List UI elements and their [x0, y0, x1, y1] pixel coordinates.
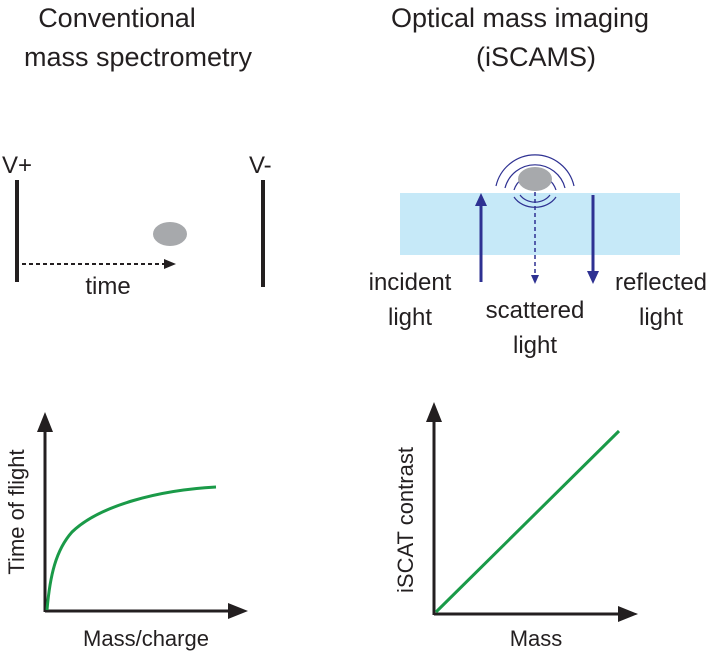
- left-title-line2: mass spectrometry: [24, 42, 253, 72]
- scattered-label-line2: light: [513, 332, 557, 359]
- left-graph-xlabel: Mass/charge: [83, 626, 209, 651]
- time-label: time: [85, 273, 130, 300]
- right-y-axis-arrowhead: [426, 402, 442, 422]
- incident-arrowhead: [475, 193, 487, 206]
- right-graph-ylabel: iSCAT contrast: [393, 447, 418, 593]
- left-x-axis-arrowhead: [228, 603, 248, 619]
- incident-label-line2: light: [388, 304, 432, 331]
- protein-particle: [518, 167, 552, 191]
- glass-coverslip: [400, 193, 680, 255]
- scattered-label-line1: scattered: [486, 297, 585, 324]
- v-plus-label: V+: [2, 152, 32, 179]
- time-of-flight-curve: [45, 485, 217, 611]
- left-y-axis-arrowhead: [37, 412, 53, 432]
- left-title-line1: Conventional: [38, 3, 196, 33]
- incident-label-line1: incident: [369, 269, 452, 296]
- iscat-contrast-line: [434, 429, 621, 614]
- right-title-line2: (iSCAMS): [476, 42, 596, 72]
- reflected-label-line1: reflected: [615, 269, 707, 296]
- right-graph-xlabel: Mass: [510, 626, 563, 651]
- reflected-label-line2: light: [639, 304, 683, 331]
- left-graph-ylabel: Time of flight: [4, 449, 29, 574]
- right-x-axis-arrowhead: [618, 606, 638, 622]
- reflected-arrowhead: [587, 271, 599, 284]
- time-arrow-head: [164, 259, 176, 269]
- v-minus-label: V-: [249, 152, 272, 179]
- scattered-arrowhead: [531, 275, 539, 284]
- right-title-line1: Optical mass imaging: [391, 3, 649, 33]
- ion-particle: [153, 222, 187, 246]
